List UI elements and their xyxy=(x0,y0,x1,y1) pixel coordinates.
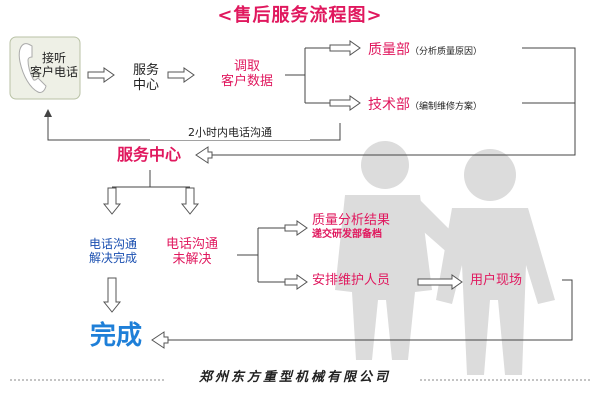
node-retrieve-data: 调取 客户数据 xyxy=(208,59,286,90)
node-resolved-line2: 解决完成 xyxy=(88,250,137,265)
node-quality-result: 质量分析结果 递交研发部备档 xyxy=(312,213,391,240)
node-quality-result-line1: 质量分析结果 xyxy=(312,213,391,228)
node-done: 完成 xyxy=(89,321,142,351)
node-unresolved: 电话沟通 未解决 xyxy=(156,237,228,268)
node-tech-dept: 技术部（编制维修方案） xyxy=(368,95,482,113)
node-quality-result-line2: 递交研发部备档 xyxy=(312,228,382,240)
people-silhouette xyxy=(335,141,555,375)
node-receive-call-line2: 客户电话 xyxy=(29,64,78,79)
node-on-site: 用户现场 xyxy=(470,273,523,288)
node-tech-dept-note: （编制维修方案） xyxy=(410,102,483,112)
node-unresolved-line1: 电话沟通 xyxy=(165,237,218,252)
node-tech-dept-label: 技术部 xyxy=(368,97,410,113)
phone-icon xyxy=(18,43,47,93)
node-service-center: 服务 中心 xyxy=(124,63,168,94)
diagram-title: <售后服务流程图> xyxy=(217,5,383,26)
node-quality-dept-label: 质量部 xyxy=(368,42,410,58)
feedback-note: 2小时内电话沟通 xyxy=(150,126,310,140)
node-unresolved-line2: 未解决 xyxy=(172,251,212,267)
node-arrange-staff: 安排维护人员 xyxy=(312,273,391,288)
node-quality-dept-note: （分析质量原因） xyxy=(410,47,483,57)
node-resolved-line1: 电话沟通 xyxy=(88,237,137,251)
node-receive-call-line1: 接听 xyxy=(41,51,66,65)
node-retrieve-data-line1: 调取 xyxy=(233,59,260,74)
node-service-center-main: 服务中心 xyxy=(116,145,181,164)
node-service-center-line2: 中心 xyxy=(132,77,159,93)
node-resolved: 电话沟通 解决完成 xyxy=(80,237,146,266)
node-receive-call: 接听 客户电话 xyxy=(28,51,80,80)
node-quality-dept: 质量部（分析质量原因） xyxy=(368,40,482,58)
node-service-center-line1: 服务 xyxy=(132,63,159,78)
node-retrieve-data-line2: 客户数据 xyxy=(220,73,273,89)
footer-company: 郑州东方重型机械有限公司 xyxy=(198,370,391,385)
